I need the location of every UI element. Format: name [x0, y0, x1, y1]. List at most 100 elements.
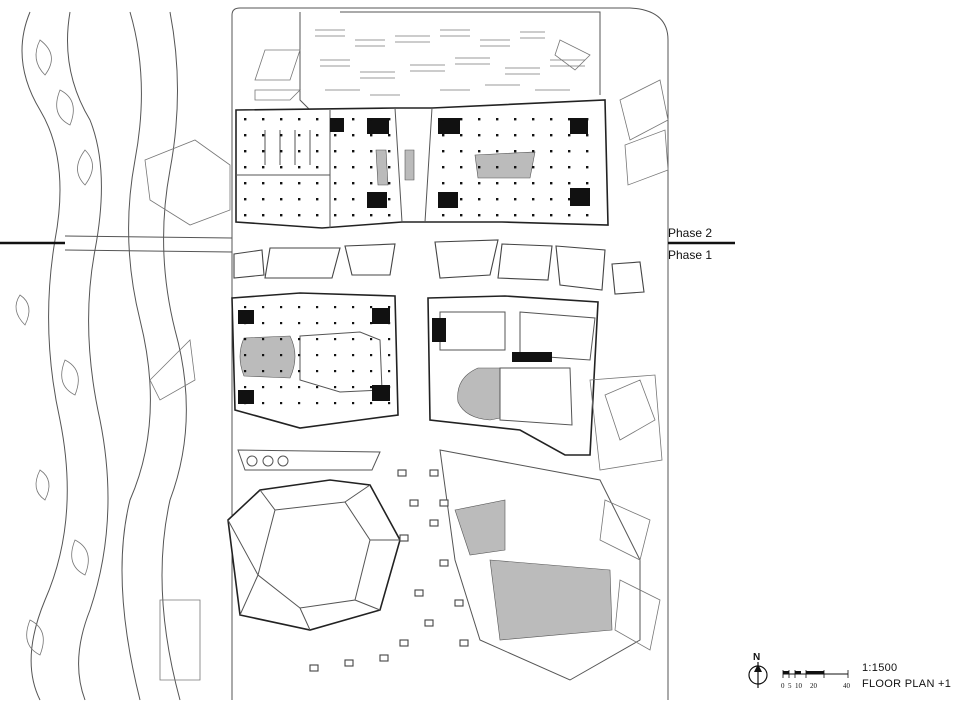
column-dot [514, 134, 517, 137]
column-dot [316, 150, 319, 153]
column-dot [442, 118, 445, 121]
column-dot [388, 370, 391, 373]
column-dot [244, 134, 247, 137]
column-dot [388, 354, 391, 357]
column-dot [298, 338, 301, 341]
column-dot [352, 182, 355, 185]
column-dot [370, 386, 373, 389]
north-arrow-icon [748, 662, 768, 688]
column-dot [262, 150, 265, 153]
parking-north [254, 29, 591, 101]
column-dot [262, 198, 265, 201]
column-dot [334, 402, 337, 405]
column-dot [316, 306, 319, 309]
column-dot [298, 134, 301, 137]
scale-bar-icon [782, 670, 849, 678]
column-dot [478, 182, 481, 185]
column-dot [316, 118, 319, 121]
column-dot [550, 134, 553, 137]
column-dot [388, 386, 391, 389]
column-dot [334, 182, 337, 185]
column-dot [298, 354, 301, 357]
column-dot [316, 182, 319, 185]
column-dot [586, 182, 589, 185]
column-dot [244, 402, 247, 405]
column-dot [442, 182, 445, 185]
column-dot [388, 182, 391, 185]
column-dot [280, 182, 283, 185]
column-dot [586, 150, 589, 153]
column-dot [388, 118, 391, 121]
river-landscape [15, 11, 231, 701]
column-dot [352, 150, 355, 153]
column-dot [244, 354, 247, 357]
column-dot [244, 214, 247, 217]
column-dot [352, 338, 355, 341]
site-boundary [231, 7, 669, 700]
column-dot [334, 166, 337, 169]
column-dot [388, 322, 391, 325]
column-dot [514, 214, 517, 217]
column-dot [442, 214, 445, 217]
column-dot [352, 354, 355, 357]
scale-tick-label: 5 [788, 682, 792, 690]
column-dot [352, 134, 355, 137]
column-dot [442, 198, 445, 201]
column-dot [334, 370, 337, 373]
column-dot [550, 118, 553, 121]
column-dot [334, 198, 337, 201]
column-dot [316, 166, 319, 169]
column-dot [460, 198, 463, 201]
column-dot [334, 118, 337, 121]
floor-plan-title: FLOOR PLAN +1 [862, 678, 952, 690]
column-dot [370, 354, 373, 357]
column-dot [352, 118, 355, 121]
column-dot [388, 306, 391, 309]
column-dot [298, 166, 301, 169]
column-dot [262, 370, 265, 373]
column-dot [334, 150, 337, 153]
column-dot [298, 402, 301, 405]
column-dot [316, 322, 319, 325]
column-dot [442, 150, 445, 153]
scale-tick-label: 0 [781, 682, 785, 690]
column-dot [280, 386, 283, 389]
column-dot [280, 402, 283, 405]
column-dot [478, 150, 481, 153]
column-dot [478, 166, 481, 169]
column-dot [244, 150, 247, 153]
column-dot [532, 198, 535, 201]
column-dot [496, 166, 499, 169]
column-dot [244, 198, 247, 201]
column-dot [262, 214, 265, 217]
column-dot [370, 198, 373, 201]
column-dot [298, 306, 301, 309]
column-dot [352, 402, 355, 405]
column-dot [532, 182, 535, 185]
column-dot [586, 134, 589, 137]
column-dot [262, 338, 265, 341]
column-dot [586, 214, 589, 217]
paving-stones [309, 469, 469, 672]
column-dot [478, 118, 481, 121]
scale-tick-label: 20 [810, 682, 817, 690]
column-dot [334, 338, 337, 341]
column-dot [298, 150, 301, 153]
phase-divider [0, 235, 735, 253]
column-dot [280, 354, 283, 357]
column-dot [262, 134, 265, 137]
column-dot [514, 166, 517, 169]
column-dot [370, 150, 373, 153]
column-dot [334, 354, 337, 357]
column-dot [568, 214, 571, 217]
column-dot [586, 118, 589, 121]
column-dot [478, 134, 481, 137]
column-dot [532, 118, 535, 121]
column-dot [244, 166, 247, 169]
column-dot [262, 166, 265, 169]
column-dot [316, 198, 319, 201]
column-dot [478, 198, 481, 201]
column-dot [262, 386, 265, 389]
scale-tick-label: 10 [795, 682, 802, 690]
plaza-islands [233, 239, 645, 295]
